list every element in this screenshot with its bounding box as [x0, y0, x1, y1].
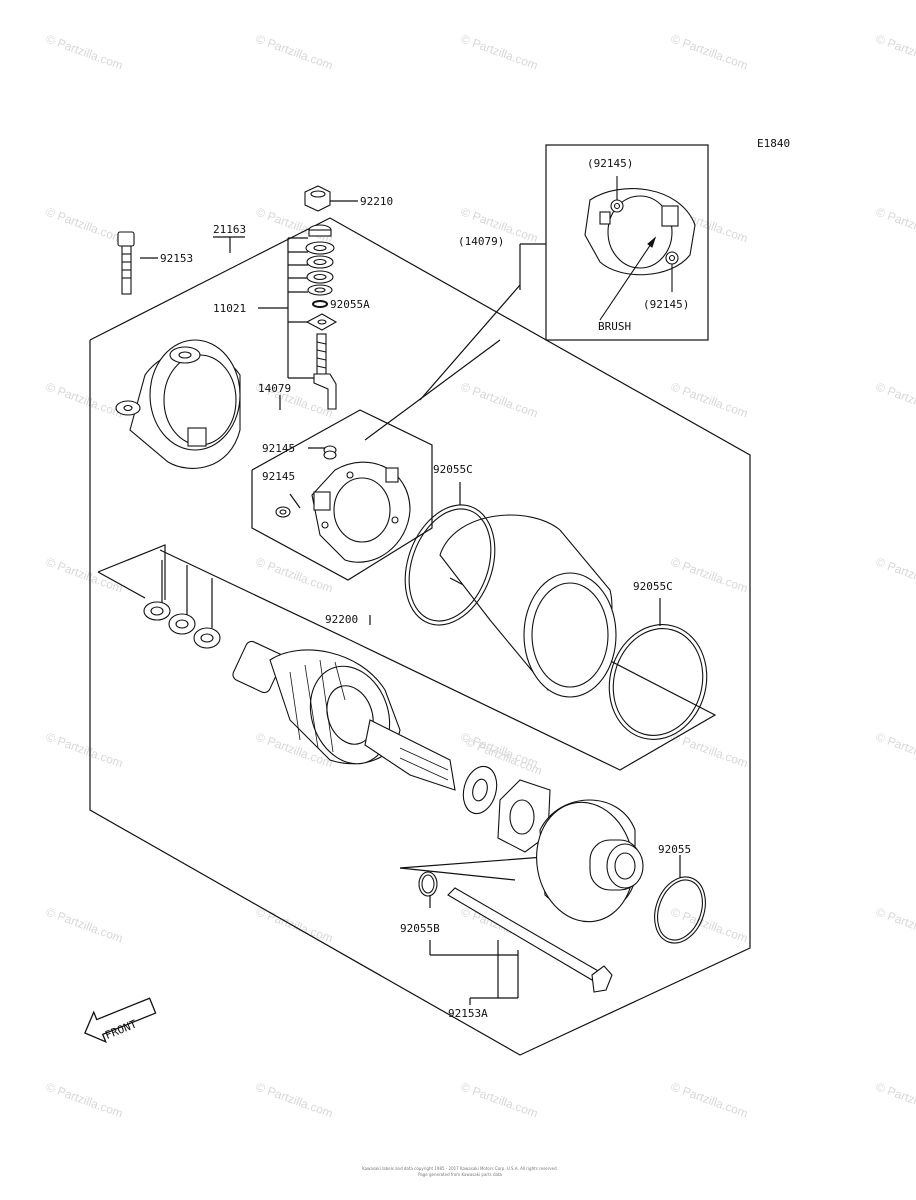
copyright-line-2: Page generated from Kawasaki parts data: [418, 1172, 502, 1177]
o-ring-92055C-upper-drawing: [404, 504, 496, 626]
watermark-text: © Partzilla.com: [669, 555, 750, 596]
watermark-text: © Partzilla.com: [44, 32, 125, 73]
shaft-washer-drawing: [462, 765, 498, 815]
callout-92145-inset-top: (92145): [587, 157, 633, 170]
o-ring-92055-drawing: [654, 876, 706, 944]
callout-92055B: 92055B: [400, 922, 440, 935]
watermark-text: © Partzilla.com: [669, 905, 750, 946]
callout-14079-inset: (14079): [458, 235, 504, 248]
callout-92055: 92055: [658, 843, 691, 856]
callout-labels: E1840 92210 21163 92153 11021 92055A 140…: [103, 137, 790, 1042]
inset-leaders: [599, 176, 673, 321]
watermark-text: © Partzilla.com: [669, 730, 750, 771]
watermark-text: © Partzilla.com: [874, 905, 916, 946]
armature-92200-drawing: [232, 640, 456, 791]
copyright-line-1: Kawasaki labels and data copyright 1985 …: [362, 1166, 558, 1171]
yoke-housing-drawing: [439, 514, 617, 698]
callout-14079: 14079: [258, 382, 291, 395]
watermark-text: © Partzilla.com: [44, 730, 125, 771]
nut-92210-drawing: [304, 185, 331, 212]
watermark-text: © Partzilla.com: [874, 555, 916, 596]
callout-brush: BRUSH: [598, 320, 631, 333]
watermark-text: © Partzilla.com: [44, 905, 125, 946]
callout-21163: 21163: [213, 223, 246, 236]
callout-92145-inset-bottom: (92145): [643, 298, 689, 311]
o-ring-92055C-lower-drawing: [608, 624, 708, 740]
rear-cover-21163-drawing: [115, 339, 241, 469]
callout-92055A: 92055A: [330, 298, 370, 311]
thrust-washers-drawing: [143, 601, 221, 649]
copyright-notice: Kawasaki labels and data copyright 1985 …: [340, 1166, 580, 1178]
callout-92055C-upper: 92055C: [433, 463, 473, 476]
watermark-text: © Partzilla.com: [874, 205, 916, 246]
front-arrow-icon: [84, 997, 157, 1044]
watermark-text: © Partzilla.com: [459, 380, 540, 421]
watermark-text: © Partzilla.com: [874, 730, 916, 771]
watermark-text: © Partzilla.com: [459, 1080, 540, 1121]
watermark-text: © Partzilla.com: [254, 555, 335, 596]
callout-92153: 92153: [160, 252, 193, 265]
callout-92145-screw: 92145: [262, 442, 295, 455]
terminal-kit-11021-drawing: [305, 224, 338, 410]
watermark-text: © Partzilla.com: [669, 1080, 750, 1121]
callout-92153A: 92153A: [448, 1007, 488, 1020]
watermark-text: © Partzilla.com: [669, 32, 750, 73]
watermark-text: © Partzilla.com: [874, 380, 916, 421]
callout-92145-spring: 92145: [262, 470, 295, 483]
lock-plate-drawing: [497, 779, 551, 853]
watermark-text: © Partzilla.com: [459, 32, 540, 73]
through-bolt-92153A-drawing: [447, 887, 613, 993]
callout-11021: 11021: [213, 302, 246, 315]
o-ring-92055B-drawing: [418, 871, 438, 897]
watermark-text: © Partzilla.com: [254, 1080, 335, 1121]
inset-brush-holder-drawing: [584, 188, 696, 276]
bolt-92153-drawing: [117, 231, 135, 295]
watermark-text: © Partzilla.com: [874, 1080, 916, 1121]
frame-lines: [89, 144, 751, 1056]
watermark-text: © Partzilla.com: [669, 380, 750, 421]
front-cover-drawing: [536, 799, 644, 923]
callout-92210: 92210: [360, 195, 393, 208]
callout-92200: 92200: [325, 613, 358, 626]
diagram-code: E1840: [757, 137, 790, 150]
watermark-text: © Partzilla.com: [874, 32, 916, 73]
watermark-text: © Partzilla.com: [44, 205, 125, 246]
watermark-text: © Partzilla.com: [44, 1080, 125, 1121]
spring-92145-drawing: [275, 506, 291, 518]
screw-92145-drawing: [323, 445, 337, 460]
brush-plate-14079-drawing: [311, 461, 411, 563]
watermark-text: © Partzilla.com: [44, 380, 125, 421]
watermark-text: © Partzilla.com: [254, 32, 335, 73]
parts-drawings: [84, 176, 708, 1044]
callout-92055C-lower: 92055C: [633, 580, 673, 593]
watermark-text: © Partzilla.com: [44, 555, 125, 596]
